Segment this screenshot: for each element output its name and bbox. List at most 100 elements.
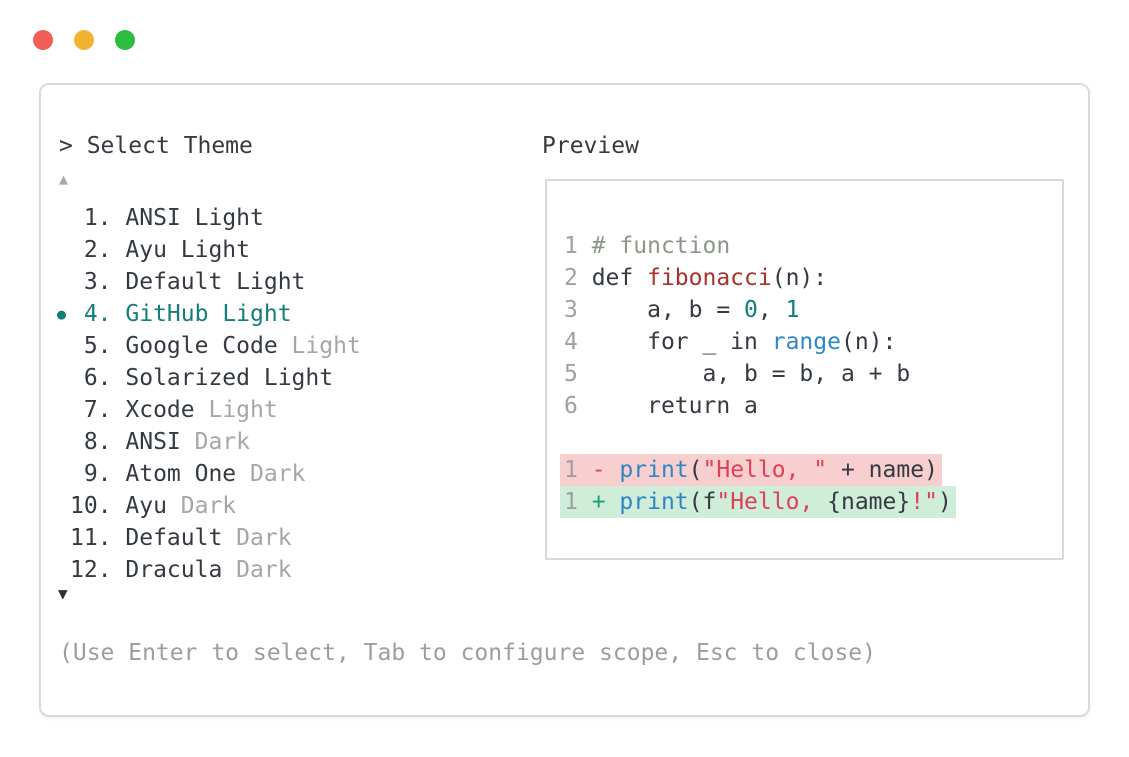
line-number: 6: [564, 393, 592, 419]
theme-item-name: Dracula: [111, 557, 223, 583]
diff-line-removed: 1 - print("Hello, " + name): [560, 454, 1062, 486]
line-number: 2: [564, 265, 592, 291]
line-number: 4: [564, 329, 592, 355]
code-token: -: [591, 457, 620, 483]
code-token: (n):: [840, 329, 897, 355]
theme-item-number: 11.: [70, 525, 112, 551]
code-token: range: [771, 329, 841, 355]
code-token: + name): [827, 457, 938, 483]
code-line: 6 return a: [564, 390, 1062, 422]
line-content: 4 for _ in range(n):: [560, 326, 900, 358]
theme-item-number: 8.: [83, 429, 112, 455]
theme-item-name: GitHub: [111, 301, 209, 327]
code-token: !": [910, 489, 938, 515]
theme-item-variant: Dark: [166, 493, 237, 519]
theme-item-variant: Dark: [180, 429, 251, 455]
theme-item-name: Atom One: [111, 461, 237, 487]
theme-item-variant: Light: [194, 397, 278, 423]
theme-item-name: Google Code: [111, 333, 278, 359]
code-token: 1: [785, 297, 800, 323]
code-token: +: [591, 489, 620, 515]
code-token: ,: [757, 297, 786, 323]
theme-list-item[interactable]: 9. Atom One Dark: [41, 458, 511, 490]
theme-list-item[interactable]: 8. ANSI Dark: [41, 426, 511, 458]
theme-list-item[interactable]: 7. Xcode Light: [41, 394, 511, 426]
theme-list-item[interactable]: 6. Solarized Light: [41, 362, 511, 394]
line-content: 3 a, b = 0, 1: [560, 294, 803, 326]
prompt-chevron: >: [59, 133, 87, 159]
preview-title: Preview: [542, 133, 639, 159]
theme-list-item[interactable]: 3. Default Light: [41, 266, 511, 298]
keyboard-hint: (Use Enter to select, Tab to configure s…: [59, 640, 876, 666]
line-content: 1 + print(f"Hello, {name}!"): [560, 486, 956, 518]
scroll-down-icon[interactable]: ▼: [58, 584, 68, 603]
theme-item-name: ANSI: [111, 205, 181, 231]
code-token: (n):: [771, 265, 828, 291]
theme-item-number: 1.: [83, 205, 112, 231]
code-line: [564, 422, 1062, 454]
theme-item-name: ANSI: [111, 429, 181, 455]
theme-item-variant: Light: [222, 269, 306, 295]
line-number: 1: [564, 233, 592, 259]
theme-item-name: Ayu: [111, 237, 167, 263]
theme-item-variant: Dark: [222, 525, 292, 551]
close-button[interactable]: [33, 30, 53, 50]
dialog-title: > Select Theme: [59, 132, 253, 160]
theme-item-number: 10.: [70, 493, 112, 519]
line-content: [560, 422, 568, 454]
theme-list-item[interactable]: 11. Default Dark: [41, 522, 511, 554]
line-content: 1 # function: [560, 230, 734, 262]
theme-list-item[interactable]: 2. Ayu Light: [41, 234, 511, 266]
selected-bullet-icon: ●: [57, 305, 67, 323]
line-number: 5: [564, 361, 592, 387]
code-token: print: [619, 457, 689, 483]
theme-item-variant: Light: [277, 333, 361, 359]
theme-item-number: 4.: [83, 301, 112, 327]
code-token: for _ in: [591, 329, 772, 355]
theme-list-item[interactable]: 12. Dracula Dark: [41, 554, 511, 586]
code-token: 0: [744, 297, 758, 323]
line-content: 1 - print("Hello, " + name): [560, 454, 942, 486]
code-token: (f: [688, 489, 717, 515]
dialog-title-text: Select Theme: [86, 133, 253, 159]
line-content: 6 return a: [560, 390, 762, 422]
line-number: 1: [564, 489, 592, 515]
theme-item-name: Ayu: [111, 493, 167, 519]
code-token: print: [619, 489, 689, 515]
line-number: 1: [564, 457, 592, 483]
theme-item-name: Solarized: [111, 365, 251, 391]
theme-list-item[interactable]: ●4. GitHub Light: [41, 298, 511, 330]
code-token: a, b =: [591, 297, 745, 323]
theme-item-variant: Light: [250, 365, 334, 391]
theme-item-number: 2.: [83, 237, 112, 263]
code-token: def: [591, 265, 648, 291]
minimize-button[interactable]: [74, 30, 94, 50]
theme-item-variant: Dark: [222, 557, 292, 583]
code-token: ): [937, 489, 952, 515]
theme-item-variant: Light: [166, 237, 251, 263]
code-token: (: [688, 457, 703, 483]
code-line: 4 for _ in range(n):: [564, 326, 1062, 358]
theme-item-number: 12.: [70, 557, 112, 583]
theme-item-variant: Light: [180, 205, 264, 231]
code-line: 1 # function: [564, 230, 1062, 262]
theme-item-number: 9.: [83, 461, 112, 487]
theme-list-item[interactable]: 10. Ayu Dark: [41, 490, 511, 522]
code-token: "Hello,: [716, 489, 828, 515]
code-line: 2 def fibonacci(n):: [564, 262, 1062, 294]
code-token: a, b = b, a + b: [591, 361, 911, 387]
theme-item-number: 6.: [83, 365, 112, 391]
theme-item-number: 5.: [83, 333, 112, 359]
line-number: 3: [564, 297, 592, 323]
code-token: fibonacci: [647, 265, 772, 291]
zoom-button[interactable]: [115, 30, 135, 50]
theme-list-item[interactable]: 1. ANSI Light: [41, 202, 511, 234]
scroll-up-icon[interactable]: ▲: [59, 170, 69, 188]
code-token: {name}: [827, 489, 911, 515]
theme-item-variant: Dark: [236, 461, 306, 487]
line-content: 5 a, b = b, a + b: [560, 358, 914, 390]
theme-list-item[interactable]: 5. Google Code Light: [41, 330, 511, 362]
